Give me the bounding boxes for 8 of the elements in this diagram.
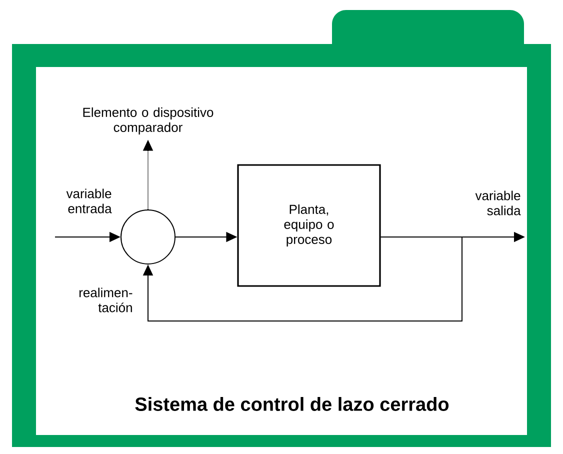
caption: Sistema de control de lazo cerrado bbox=[135, 397, 449, 411]
process-box: Planta, equipo o proceso bbox=[237, 164, 381, 287]
arrow bbox=[142, 236, 462, 322]
edge-label: variable salida bbox=[475, 190, 521, 216]
edge-label: realimen- tación bbox=[79, 288, 132, 312]
edge-label: variable entrada bbox=[66, 188, 112, 214]
comparator-circle bbox=[120, 210, 176, 264]
callout-text: Elemento o dispositivo comparador bbox=[83, 107, 214, 135]
